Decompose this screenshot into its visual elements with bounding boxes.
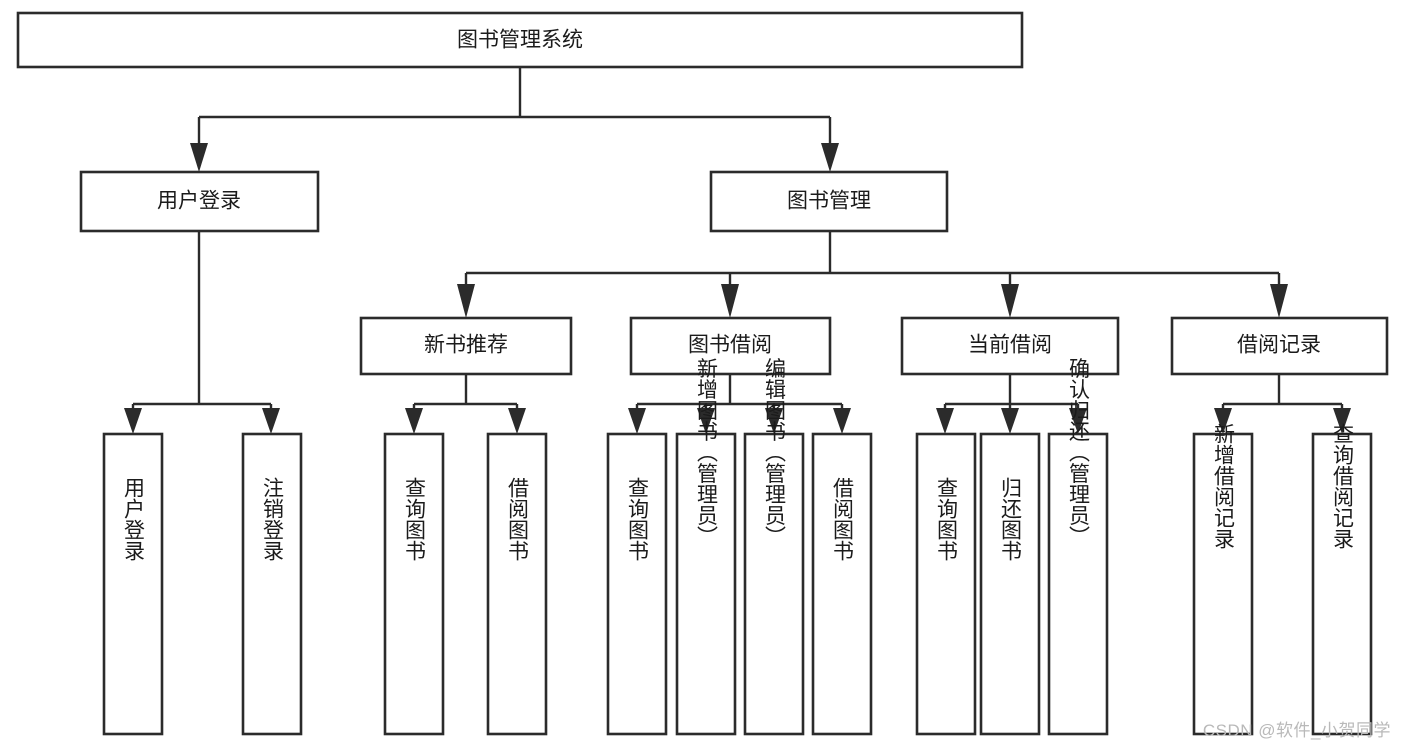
node-leaf-borrow-book-1[interactable]: 借阅图书 [486,432,548,736]
node-leaf-user-login[interactable]: 用户登录 [102,432,164,736]
node-leaf-logout-box[interactable] [241,432,303,736]
arrow-to-book-borrow [721,284,739,318]
node-leaf-borrow-book-2-label: 借阅图书 [831,477,855,561]
node-leaf-edit-book-label: 编辑图书（管理员） [763,358,787,547]
node-leaf-add-book-box[interactable] [675,432,737,736]
node-book-borrow-label: 图书借阅 [688,334,772,357]
node-leaf-borrow-book-1-label: 借阅图书 [506,477,530,561]
node-leaf-query-book-2-label: 查询图书 [626,477,650,561]
arrow-to-book-manage [821,143,839,172]
node-leaf-add-book-label: 新增图书（管理员） [695,358,719,547]
node-current-borrow[interactable]: 当前借阅 [900,316,1120,376]
node-leaf-query-book-1-label: 查询图书 [403,477,427,561]
node-leaf-logout[interactable]: 注销登录 [241,432,303,736]
node-leaf-user-login-box[interactable] [102,432,164,736]
node-leaf-return-book[interactable]: 归还图书 [979,432,1041,736]
node-leaf-return-book-box[interactable] [979,432,1041,736]
arrow-to-leaf-add-record [1214,408,1232,434]
node-leaf-add-record-label: 新增借阅记录 [1212,423,1236,549]
node-leaf-query-book-3-box[interactable] [915,432,977,736]
node-leaf-confirm-return[interactable]: 确认归还（管理员） [1047,358,1109,736]
connector-layer [124,67,1351,434]
node-leaf-borrow-book-2-box[interactable] [811,432,873,736]
arrow-to-leaf-logout [262,408,280,434]
node-leaf-confirm-return-box[interactable] [1047,432,1109,736]
node-user-login-box[interactable] [79,170,320,233]
node-leaf-borrow-book-1-box[interactable] [486,432,548,736]
node-current-borrow-label: 当前借阅 [968,334,1052,357]
arrow-to-leaf-query-record [1333,408,1351,434]
node-user-login-label: 用户登录 [157,190,241,213]
node-current-borrow-box[interactable] [900,316,1120,376]
node-leaf-confirm-return-label: 确认归还（管理员） [1067,358,1091,547]
node-leaf-query-record[interactable]: 查询借阅记录 [1311,423,1373,736]
node-book-manage[interactable]: 图书管理 [709,170,949,233]
node-leaf-user-login-label: 用户登录 [122,477,146,561]
node-leaf-edit-book-box[interactable] [743,432,805,736]
arrow-to-current-borrow [1001,284,1019,318]
arrow-to-leaf-user-login [124,408,142,434]
node-leaf-add-record[interactable]: 新增借阅记录 [1192,423,1254,736]
node-book-borrow[interactable]: 图书借阅 [629,316,832,376]
node-leaf-add-book[interactable]: 新增图书（管理员） [675,358,737,736]
arrow-to-leaf-edit-book [765,408,783,434]
arrow-to-new-book-rec [457,284,475,318]
node-leaf-borrow-book-2[interactable]: 借阅图书 [811,432,873,736]
node-root-label: 图书管理系统 [457,29,583,52]
arrow-to-leaf-borrow-book-2 [833,408,851,434]
node-root-box[interactable] [16,11,1024,69]
node-leaf-edit-book[interactable]: 编辑图书（管理员） [743,358,805,736]
node-borrow-record-label: 借阅记录 [1237,334,1321,357]
arrow-to-leaf-borrow-book-1 [508,408,526,434]
node-new-book-rec[interactable]: 新书推荐 [359,316,573,376]
node-leaf-query-record-box[interactable] [1311,432,1373,736]
arrow-to-leaf-add-book [697,408,715,434]
arrow-to-user-login [190,143,208,172]
node-leaf-return-book-label: 归还图书 [999,477,1023,561]
node-new-book-rec-label: 新书推荐 [424,334,508,357]
node-leaf-logout-label: 注销登录 [261,477,285,561]
arrow-to-leaf-query-book-3 [936,408,954,434]
node-leaf-query-book-1-box[interactable] [383,432,445,736]
arrow-to-borrow-record [1270,284,1288,318]
node-borrow-record[interactable]: 借阅记录 [1170,316,1389,376]
node-leaf-query-book-3-label: 查询图书 [935,477,959,561]
node-root[interactable]: 图书管理系统 [16,11,1024,69]
node-leaf-query-book-1[interactable]: 查询图书 [383,432,445,736]
node-leaf-query-book-2[interactable]: 查询图书 [606,432,668,736]
node-new-book-rec-box[interactable] [359,316,573,376]
arrow-to-leaf-query-book-2 [628,408,646,434]
node-book-manage-box[interactable] [709,170,949,233]
arrow-to-leaf-confirm-return [1069,408,1087,434]
arrow-to-leaf-query-book-1 [405,408,423,434]
node-leaf-query-book-3[interactable]: 查询图书 [915,432,977,736]
node-leaf-add-record-box[interactable] [1192,432,1254,736]
node-leaf-query-book-2-box[interactable] [606,432,668,736]
node-book-manage-label: 图书管理 [787,190,871,213]
node-borrow-record-box[interactable] [1170,316,1389,376]
node-leaf-query-record-label: 查询借阅记录 [1331,423,1355,549]
node-user-login[interactable]: 用户登录 [79,170,320,233]
arrow-to-leaf-return-book [1001,408,1019,434]
node-book-borrow-box[interactable] [629,316,832,376]
